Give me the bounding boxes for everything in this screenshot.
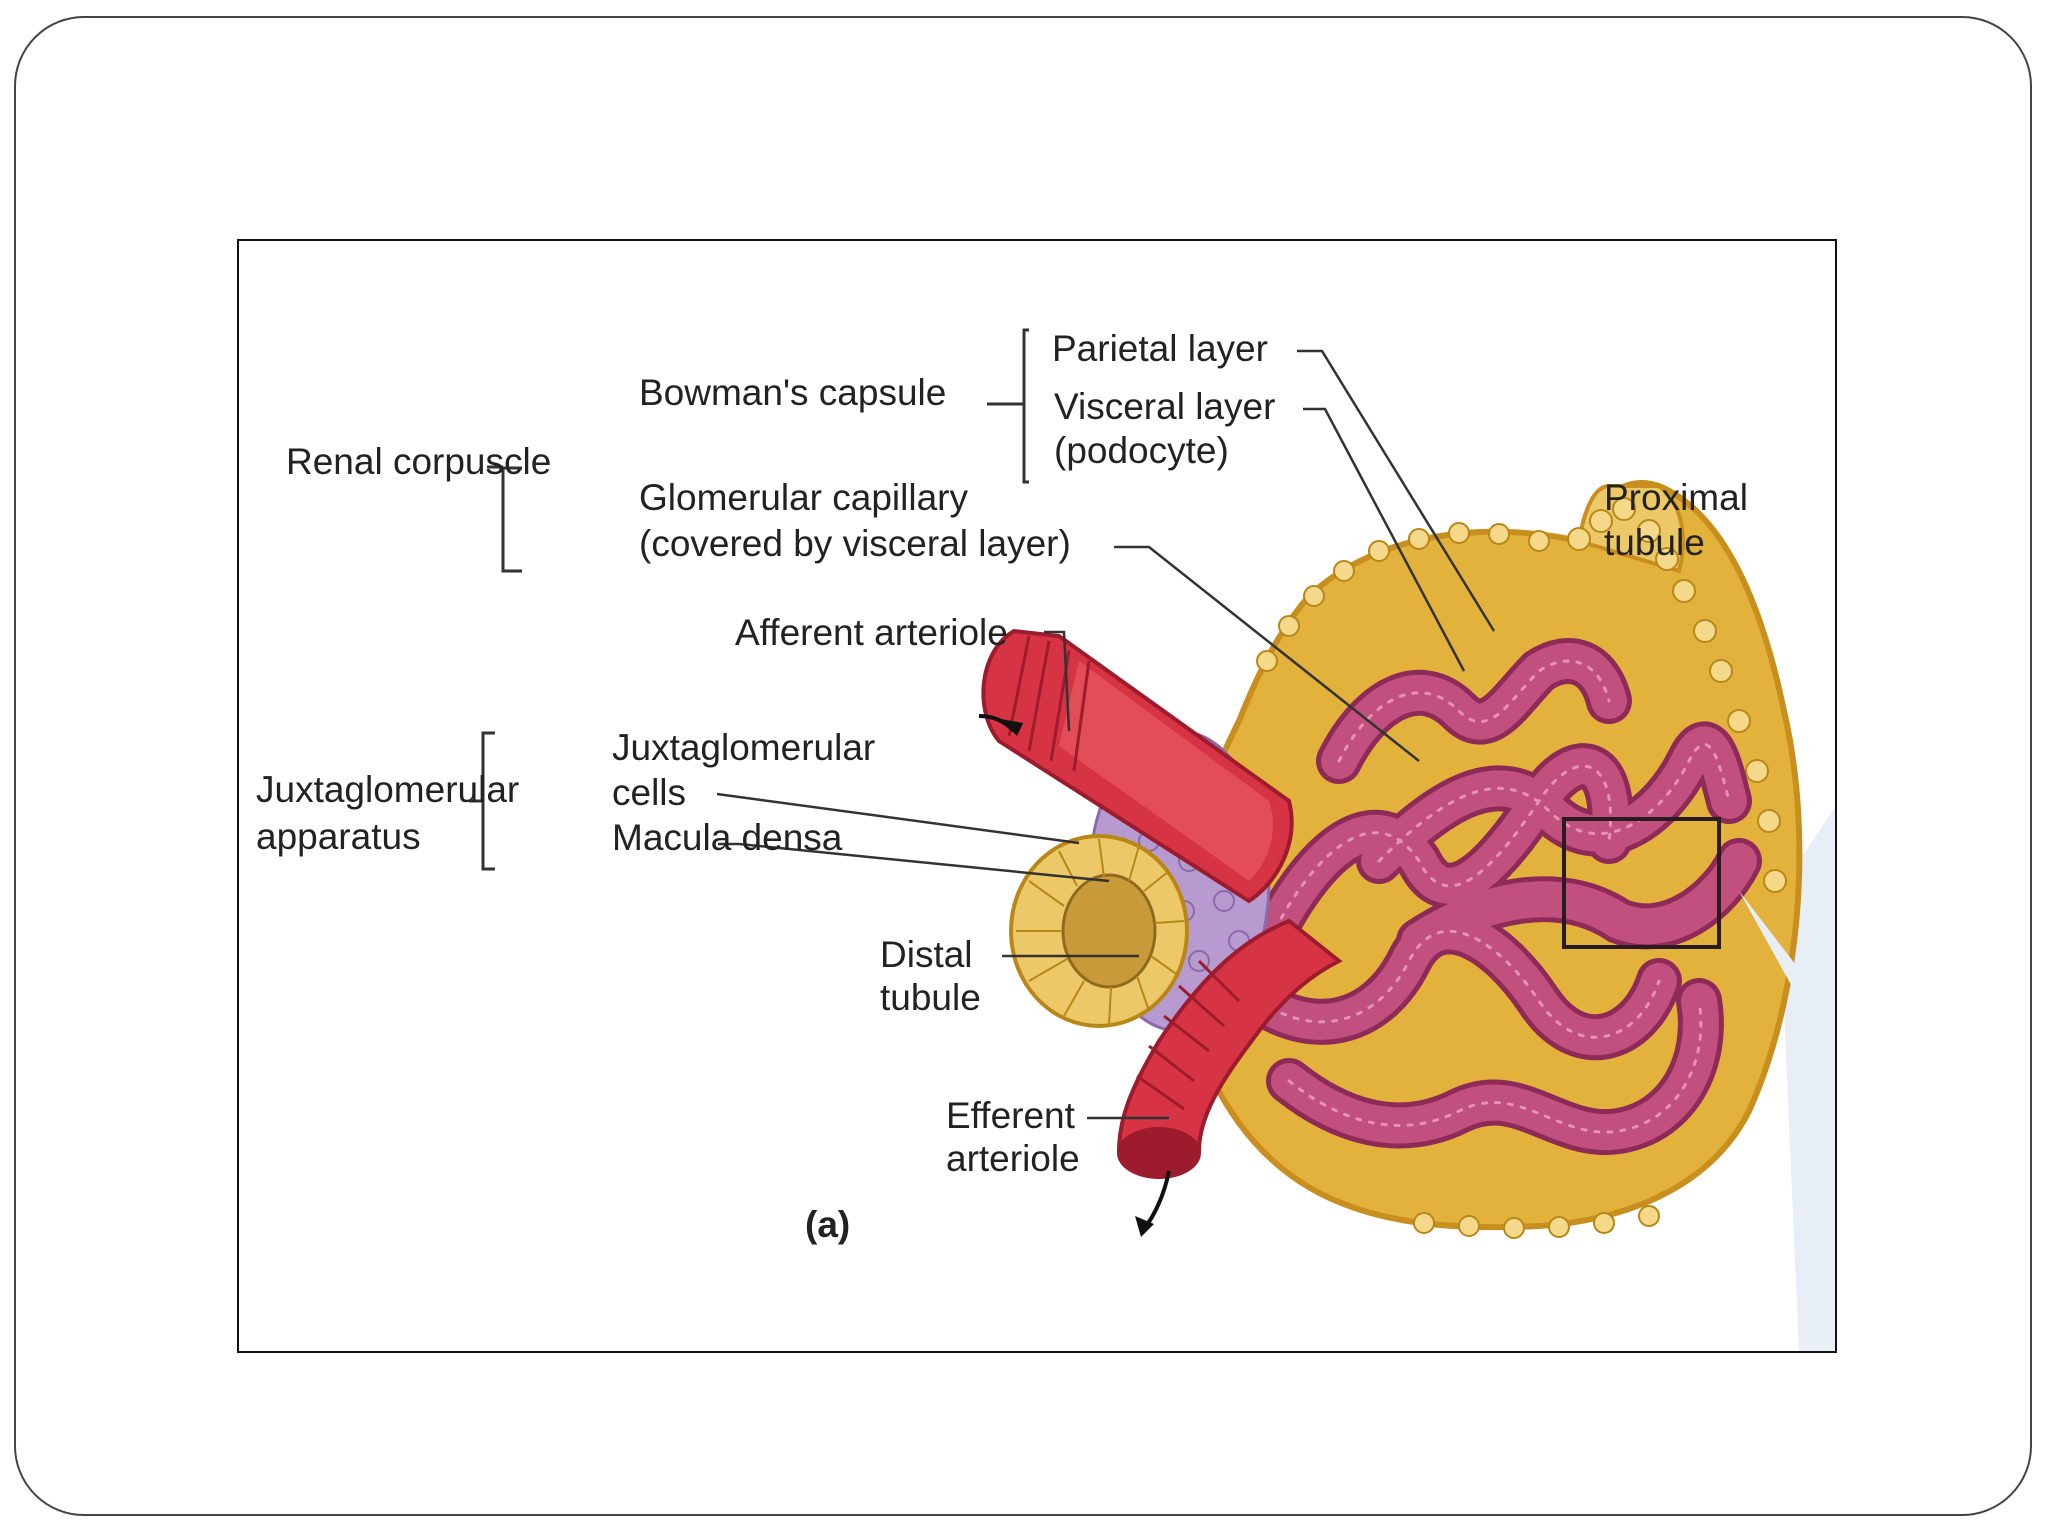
label-efferent: Efferent xyxy=(946,1095,1075,1136)
zoom-beam xyxy=(1739,891,1835,1064)
glomerular-tuft xyxy=(1236,638,1762,1156)
label-parietal-layer: Parietal layer xyxy=(1052,328,1268,369)
label-apparatus: apparatus xyxy=(256,816,421,857)
slide-frame: Renal corpuscle Bowman's capsule Parieta… xyxy=(14,16,2032,1516)
label-visceral-layer: Visceral layer xyxy=(1054,386,1276,427)
panel-label: (a) xyxy=(805,1204,851,1245)
afferent-arteriole-shape xyxy=(978,628,1294,904)
label-covered-by-visceral-layer: (covered by visceral layer) xyxy=(639,523,1071,564)
proximal-tubule-neck xyxy=(1576,484,1685,574)
label-glomerular-capillary: Glomerular capillary xyxy=(639,477,968,518)
leader-lines xyxy=(716,349,1496,1120)
label-afferent-arteriole: Afferent arteriole xyxy=(735,612,1008,653)
parietal-cells xyxy=(1256,497,1787,1239)
distal-tubule-lumen xyxy=(1061,873,1157,989)
label-macula-densa: Macula densa xyxy=(612,817,843,858)
label-jg-cells-line1: Juxtaglomerular xyxy=(612,727,876,768)
label-bowmans-capsule: Bowman's capsule xyxy=(639,372,947,413)
zoom-box xyxy=(1562,817,1721,949)
label-juxtaglomerular: Juxtaglomerular xyxy=(256,769,520,810)
efferent-arteriole-shape xyxy=(1116,918,1343,1237)
label-renal-corpuscle: Renal corpuscle xyxy=(286,441,552,482)
label-distal: Distal xyxy=(880,934,973,975)
label-efferent-arteriole: arteriole xyxy=(946,1138,1080,1179)
label-brackets xyxy=(469,328,1029,871)
label-distal-tubule: tubule xyxy=(880,977,981,1018)
distal-tubule-cells xyxy=(1016,838,1185,1027)
glomerulus-illustration xyxy=(469,328,1835,1351)
label-proximal-tubule: tubule xyxy=(1604,522,1705,563)
label-proximal: Proximal xyxy=(1604,477,1748,518)
label-jg-cells-line2: cells xyxy=(612,772,687,813)
label-podocyte: (podocyte) xyxy=(1054,430,1229,471)
figure-box: Renal corpuscle Bowman's capsule Parieta… xyxy=(237,239,1837,1353)
